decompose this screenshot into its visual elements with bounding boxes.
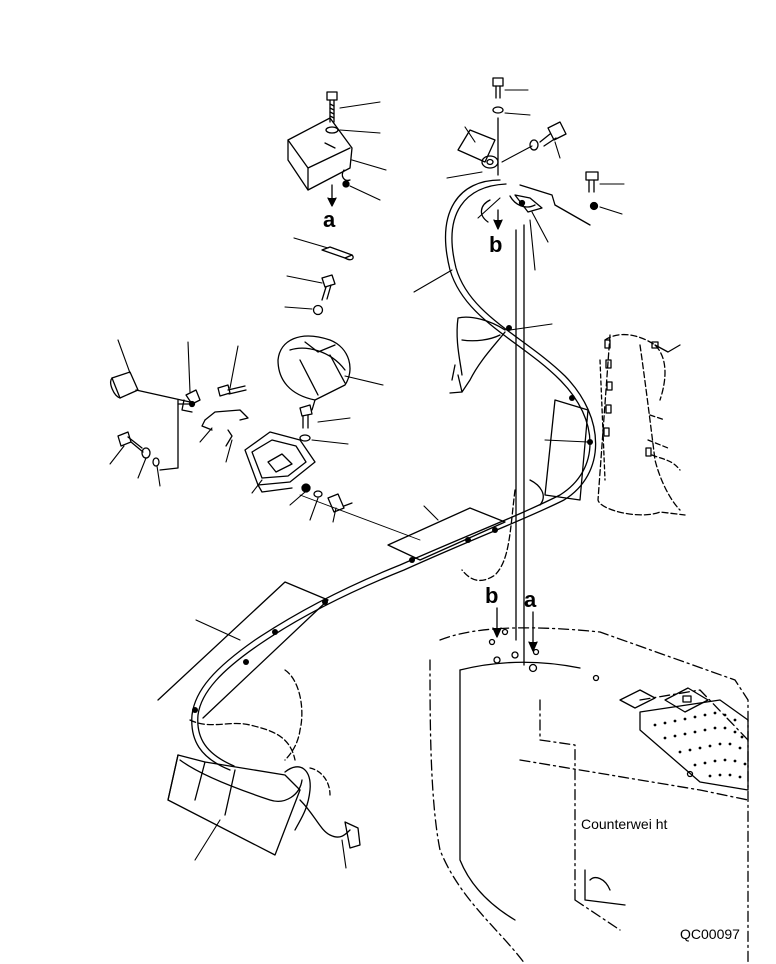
top-right-parts [481,77,599,666]
perforated-plate-dots [653,711,747,779]
bottom-connector-box [167,669,361,856]
reference-arrows [492,607,538,652]
bracket-box-a [287,91,353,207]
reference-label-b-bottom: b [485,583,499,608]
right-harness [597,333,686,516]
reference-label-b-top: b [489,232,503,257]
drawing-code: QC00097 [680,926,740,942]
annotation-panels [157,129,589,719]
counterweight-label: Counterwei ht [581,816,668,832]
main-harness [191,179,597,771]
counterweight [429,627,749,964]
reference-label-a-top: a [323,207,336,232]
leader-lines [109,89,625,869]
reference-label-a-bottom: a [524,587,537,612]
harness-clamps [192,325,593,713]
far-left-parts [110,371,249,471]
mid-parts [244,246,354,513]
